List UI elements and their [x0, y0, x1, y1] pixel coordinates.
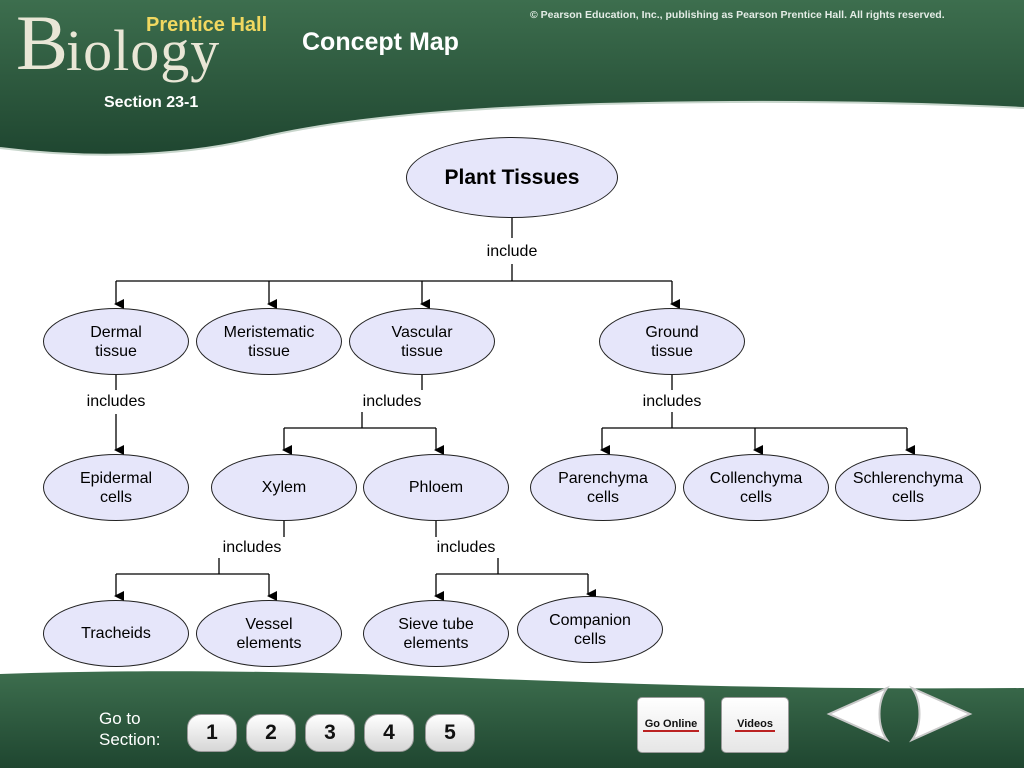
node-ground-tissue: Ground tissue: [599, 308, 745, 375]
section-5-button[interactable]: 5: [425, 714, 475, 752]
node-plant-tissues: Plant Tissues: [406, 137, 618, 218]
node-schlerenchyma-cells: Schlerenchyma cells: [835, 454, 981, 521]
node-tracheids: Tracheids: [43, 600, 189, 667]
go-online-button[interactable]: Go Online: [637, 697, 705, 753]
link-label-includes-dermal: includes: [86, 393, 146, 410]
node-phloem: Phloem: [363, 454, 509, 521]
section-label: Section 23-1: [104, 94, 199, 111]
section-1-button[interactable]: 1: [187, 714, 237, 752]
section-2-button[interactable]: 2: [246, 714, 296, 752]
node-dermal-tissue: Dermal tissue: [43, 308, 189, 375]
link-label-include: include: [486, 243, 538, 260]
link-label-includes-ground: includes: [642, 393, 702, 410]
link-label-includes-vascular: includes: [362, 393, 422, 410]
node-sieve-tube-elements: Sieve tube elements: [363, 600, 509, 667]
node-companion-cells: Companion cells: [517, 596, 663, 663]
copyright-text: © Pearson Education, Inc., publishing as…: [530, 9, 945, 21]
next-arrow-icon[interactable]: [908, 684, 974, 744]
node-xylem: Xylem: [211, 454, 357, 521]
node-parenchyma-cells: Parenchyma cells: [530, 454, 676, 521]
go-online-label: Go Online: [642, 718, 700, 732]
node-vascular-tissue: Vascular tissue: [349, 308, 495, 375]
header-band: [0, 0, 1024, 155]
go-to-section-label: Go to Section:: [99, 709, 161, 749]
videos-label: Videos: [735, 718, 775, 732]
link-label-includes-xylem: includes: [222, 539, 282, 556]
node-vessel-elements: Vessel elements: [196, 600, 342, 667]
node-meristematic-tissue: Meristematic tissue: [196, 308, 342, 375]
videos-button[interactable]: Videos: [721, 697, 789, 753]
section-4-button[interactable]: 4: [364, 714, 414, 752]
logo-brand-text: Prentice Hall: [146, 14, 268, 36]
section-3-button[interactable]: 3: [305, 714, 355, 752]
logo-rest: iology: [66, 18, 221, 83]
logo-initial: B: [16, 0, 69, 86]
node-collenchyma-cells: Collenchyma cells: [683, 454, 829, 521]
link-label-includes-phloem: includes: [436, 539, 496, 556]
page-title: Concept Map: [302, 28, 459, 56]
node-epidermal-cells: Epidermal cells: [43, 454, 189, 521]
previous-arrow-icon[interactable]: [825, 684, 891, 744]
